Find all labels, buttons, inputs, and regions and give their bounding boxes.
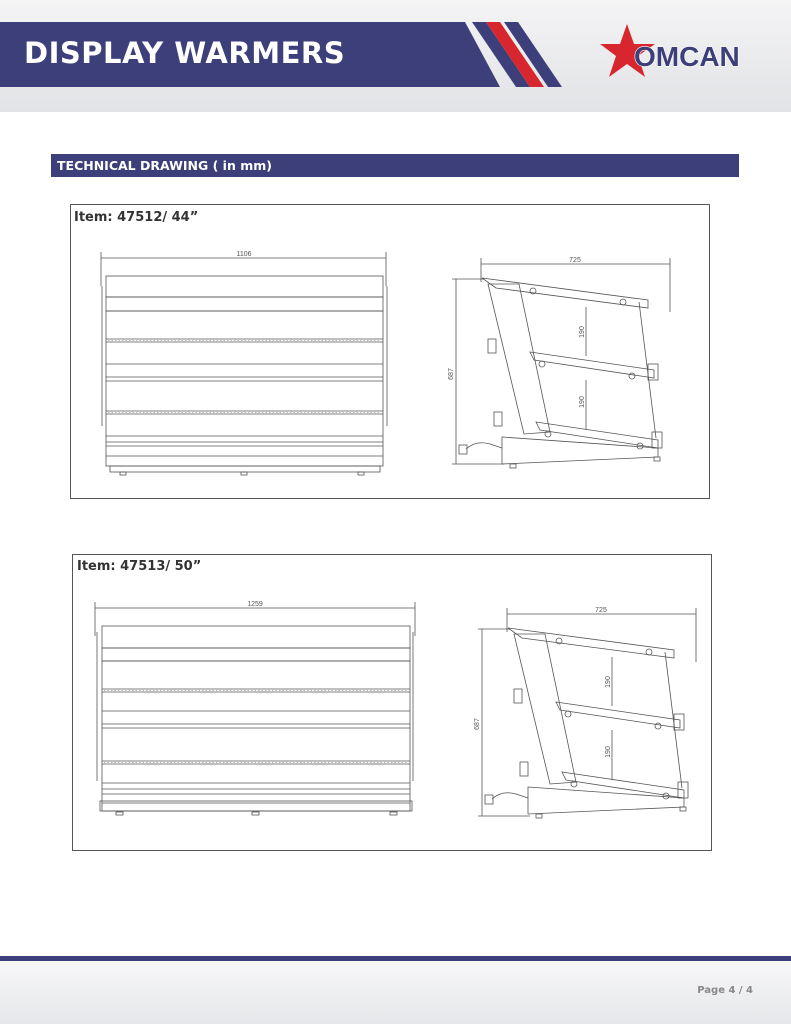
footer-background <box>0 961 791 1024</box>
page-number: Page 4 / 4 <box>697 985 753 996</box>
section-header-bar: TECHNICAL DRAWING ( in mm) <box>51 154 739 177</box>
shelf-gap-dimension: 190 <box>605 676 612 688</box>
side-view-drawing: 725 687 190 190 <box>474 607 697 819</box>
front-view-drawing: 1259 <box>94 601 416 816</box>
shelf-gap-dimension: 190 <box>579 396 586 408</box>
section-title: TECHNICAL DRAWING ( in mm) <box>57 158 272 173</box>
brand-name: OMCAN <box>634 41 740 72</box>
footer-divider <box>0 956 791 961</box>
omcan-logo: OMCAN <box>600 24 740 77</box>
side-depth-dimension: 725 <box>595 607 607 614</box>
shelf-gap-dimension: 190 <box>579 326 586 338</box>
side-depth-dimension: 725 <box>569 257 581 264</box>
side-view-drawing: 725 687 190 190 <box>448 257 671 469</box>
side-height-dimension: 687 <box>448 368 455 380</box>
item-label: Item: 47513/ 50” <box>77 559 202 574</box>
item-label: Item: 47512/ 44” <box>74 210 199 225</box>
drawing-box-47513 <box>72 554 712 851</box>
page-title: DISPLAY WARMERS <box>24 36 346 70</box>
star-icon <box>600 24 655 77</box>
front-width-dimension: 1259 <box>247 601 263 608</box>
header-stripes <box>472 22 562 87</box>
shelf-gap-dimension: 190 <box>605 746 612 758</box>
drawing-box-47512 <box>70 204 710 499</box>
header-band <box>0 22 500 87</box>
side-height-dimension: 687 <box>474 718 481 730</box>
front-width-dimension: 1106 <box>236 251 251 258</box>
front-view-drawing: 1106 <box>100 251 388 476</box>
